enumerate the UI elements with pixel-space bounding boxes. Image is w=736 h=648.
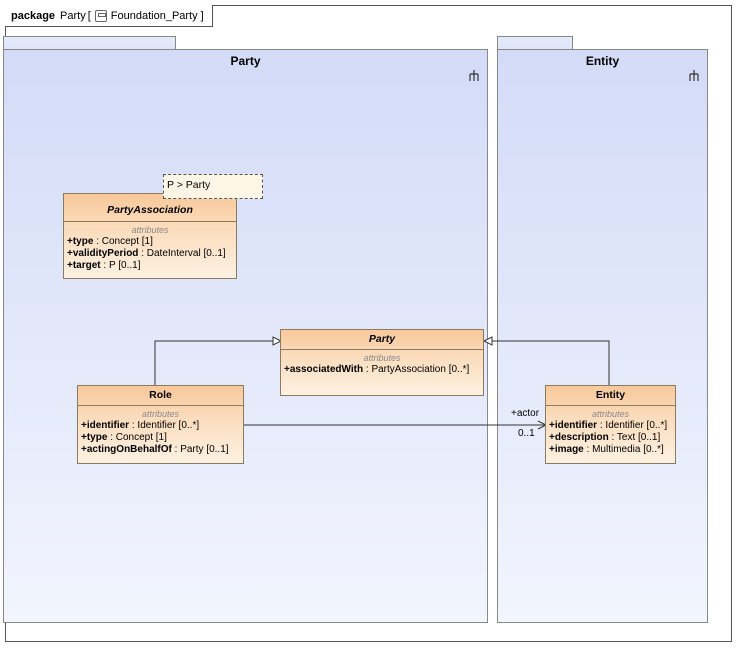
package-diagram-icon <box>94 9 107 22</box>
generalization-entity-party <box>490 340 610 386</box>
package-entity-title: Entity <box>585 54 620 68</box>
package-entity-tab[interactable] <box>497 36 573 50</box>
generalization-entity-party-arrowhead <box>482 336 493 346</box>
class-role-attribute: +type : Concept [1] <box>81 432 167 443</box>
generalization-role-party-arrowhead <box>272 336 283 346</box>
class-party-association-name: PartyAssociation <box>64 194 236 222</box>
class-party-compartment-label: attributes <box>363 353 401 363</box>
class-entity[interactable]: Entity attributes +identifier : Identifi… <box>545 385 676 464</box>
class-role-attribute: +actingOnBehalfOf : Party [0..1] <box>81 444 229 455</box>
package-party-tab[interactable] <box>3 36 176 50</box>
class-entity-name: Entity <box>546 386 675 406</box>
frame-package-name: Party <box>60 9 86 22</box>
class-entity-compartment-label: attributes <box>591 409 630 419</box>
class-role-attribute: +identifier : Identifier [0..*] <box>81 420 200 431</box>
class-role-name: Role <box>78 386 243 406</box>
class-entity-attribute: +identifier : Identifier [0..*] <box>549 420 668 431</box>
package-party-containment-icon <box>469 70 479 82</box>
frame-bracket-open: [ <box>87 9 91 22</box>
frame-bracket-close: ] <box>200 9 204 22</box>
association-role-name: +actor <box>511 408 540 419</box>
package-entity-containment-icon <box>689 70 699 82</box>
class-party-name: Party <box>281 330 483 350</box>
class-party-attribute: +associatedWith : PartyAssociation [0..*… <box>284 364 470 375</box>
template-parameter-box[interactable]: P > Party <box>163 174 263 199</box>
class-entity-attribute: +description : Text [0..1] <box>549 432 661 443</box>
class-entity-attribute: +image : Multimedia [0..*] <box>549 444 664 455</box>
class-party-association-attribute: +validityPeriod : DateInterval [0..1] <box>67 248 226 259</box>
generalization-role-party <box>154 340 275 386</box>
class-party[interactable]: Party attributes +associatedWith : Party… <box>280 329 484 396</box>
package-party-title: Party <box>230 54 261 68</box>
class-party-association-compartment-label: attributes <box>131 225 169 235</box>
association-multiplicity: 0..1 <box>518 428 535 439</box>
class-party-association[interactable]: PartyAssociation attributes +type : Conc… <box>63 193 237 279</box>
class-role-compartment-label: attributes <box>141 409 180 419</box>
frame-keyword: package <box>11 9 56 22</box>
package-entity[interactable]: Entity <box>497 49 708 623</box>
class-party-association-attribute: +target : P [0..1] <box>67 260 141 271</box>
class-role[interactable]: Role attributes +identifier : Identifier… <box>77 385 244 464</box>
diagram-frame-tab: package Party [ Foundation_Party ] <box>5 5 213 27</box>
frame-diagram-name: Foundation_Party <box>110 9 198 22</box>
class-party-association-attribute: +type : Concept [1] <box>67 236 153 247</box>
